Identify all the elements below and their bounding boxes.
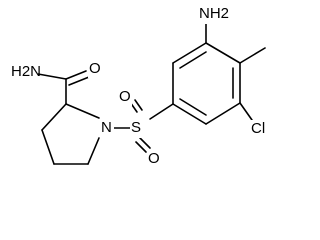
amide-oxygen-label: O xyxy=(89,60,101,77)
bond-pyr-n-c2 xyxy=(65,103,100,119)
bonds xyxy=(37,23,266,165)
molecule-structure: NH2 H2N O N S O O Cl xyxy=(10,4,272,168)
amine-label: NH2 xyxy=(199,5,229,22)
sulfonyl-oxygen-bottom-label: O xyxy=(148,150,160,167)
bond-s-o-bottom-b xyxy=(135,141,147,153)
sulfonyl-oxygen-top-label: O xyxy=(119,88,131,105)
bond-ring-to-cl xyxy=(239,102,253,121)
bond-ring-to-methyl xyxy=(239,47,266,64)
bond-s-o-bottom-a xyxy=(139,137,151,149)
bond-ring-inner-3 xyxy=(179,98,207,116)
atom-labels: NH2 H2N O N S O O Cl xyxy=(10,5,272,168)
bond-ring-c4-c5 xyxy=(205,102,241,125)
bond-ring-c2-c3 xyxy=(205,42,241,64)
bond-ring-c1-c2 xyxy=(172,42,207,64)
chlorine-label: Cl xyxy=(251,120,265,137)
bond-carbonyl-nh2 xyxy=(37,73,67,80)
sulfur-label: S xyxy=(131,119,141,136)
bond-carbonyl-o-a xyxy=(65,70,87,80)
bond-carbonyl-o-b xyxy=(68,76,90,86)
amide-nitrogen-label: H2N xyxy=(11,63,41,80)
bond-ring-c5-c6 xyxy=(172,103,207,125)
bond-pyr-c5-n xyxy=(87,137,100,165)
bond-pyr-c2-c3 xyxy=(41,103,67,131)
bond-ring-inner-1 xyxy=(179,51,207,69)
bond-pyr-c3-c4 xyxy=(41,129,55,165)
bond-s-o-top-b xyxy=(134,99,143,111)
ring-nitrogen-label: N xyxy=(101,119,112,136)
bond-ring-to-sulfur xyxy=(149,103,174,120)
